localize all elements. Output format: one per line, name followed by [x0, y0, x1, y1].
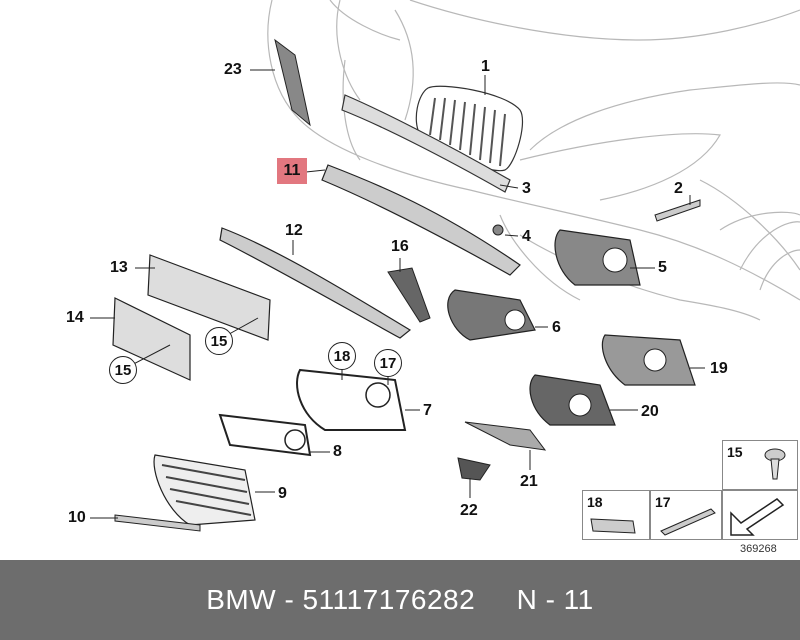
callout-11-label: 11 — [283, 162, 301, 179]
strip-icon — [660, 508, 716, 536]
arrow-icon — [730, 498, 785, 536]
callout-12: 12 — [285, 222, 303, 239]
callout-3: 3 — [522, 180, 531, 197]
clip-icon — [590, 518, 636, 534]
exploded-view-drawing — [90, 0, 800, 532]
callout-23: 23 — [224, 61, 242, 78]
key-box-part-18: 18 — [582, 490, 650, 540]
callout-19: 19 — [710, 360, 728, 377]
callout-13: 13 — [110, 259, 128, 276]
key-box-label: 18 — [587, 494, 603, 510]
callout-11-highlighted: 11 — [277, 158, 307, 184]
parts-diagram: 1 2 3 4 5 6 7 8 9 10 11 12 13 14 15 15 1… — [66, 0, 800, 555]
key-box-arrow — [722, 490, 798, 540]
callout-10: 10 — [68, 509, 86, 526]
callout-22: 22 — [460, 502, 478, 519]
callout-9: 9 — [278, 485, 287, 502]
callout-15-circled: 15 — [205, 327, 233, 355]
callout-4: 4 — [522, 228, 531, 245]
callout-21: 21 — [520, 473, 538, 490]
callout-8: 8 — [333, 443, 342, 460]
callout-1: 1 — [481, 58, 490, 75]
callout-15-circled: 15 — [109, 356, 137, 384]
key-box-label: 15 — [727, 444, 743, 460]
reference-number: 369268 — [740, 543, 777, 555]
callout-16: 16 — [391, 238, 409, 255]
callout-6: 6 — [552, 319, 561, 336]
key-box-screw: 15 — [722, 440, 798, 490]
callout-20: 20 — [641, 403, 659, 420]
callout-14: 14 — [66, 309, 84, 326]
callout-17-circled: 17 — [374, 349, 402, 377]
footer-bar: BMW - 51117176282 N - 11 — [0, 560, 800, 640]
callout-18-circled: 18 — [328, 342, 356, 370]
callout-5: 5 — [658, 259, 667, 276]
screw-icon — [764, 448, 786, 480]
key-box-label: 17 — [655, 494, 671, 510]
callout-2: 2 — [674, 180, 683, 197]
part-number-caption: BMW - 51117176282 N - 11 — [206, 584, 594, 615]
callout-7: 7 — [423, 402, 432, 419]
key-box-part-17: 17 — [650, 490, 722, 540]
